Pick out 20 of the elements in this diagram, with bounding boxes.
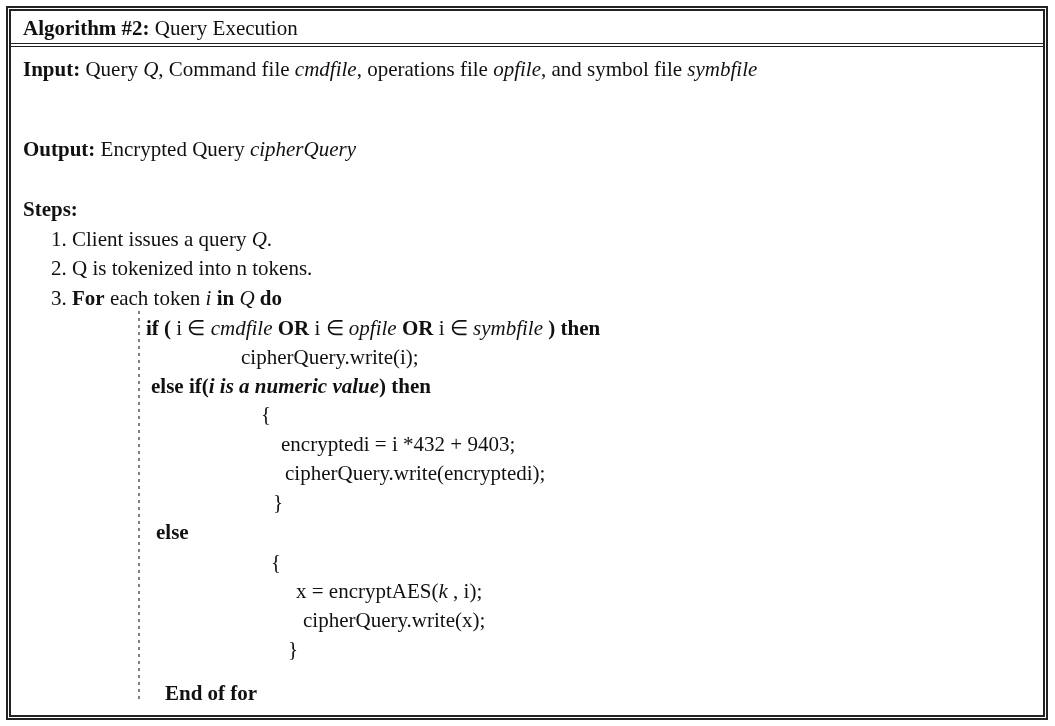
- code-line: if ( i ∈ cmdfile OR i ∈ opfile OR i ∈ symbfile ) then: [146, 315, 601, 342]
- code-line: x = encryptAES(k , i);: [296, 578, 483, 605]
- code-brace: {: [271, 549, 282, 576]
- code-line: End of for: [165, 680, 258, 707]
- step-text: 3. For each token i in Q do: [51, 285, 282, 312]
- input-line: Input: Query Q, Command file cmdfile, operations file opfile, and symbol file symbfile: [23, 56, 758, 83]
- output-line: Output: Encrypted Query cipherQuery: [23, 136, 357, 163]
- code-brace: }: [273, 489, 284, 516]
- step-text: 2. Q is tokenized into n tokens.: [51, 255, 313, 282]
- code-line: cipherQuery.write(x);: [303, 607, 486, 634]
- code-line: cipherQuery.write(encryptedi);: [285, 460, 546, 487]
- code-brace: {: [261, 401, 272, 428]
- code-line: cipherQuery.write(i);: [241, 344, 419, 371]
- step-text: 1. Client issues a query Q.: [51, 226, 273, 253]
- code-line: else if(i is a numeric value) then: [151, 373, 431, 400]
- code-line: else: [156, 519, 189, 546]
- code-line: encryptedi = i *432 + 9403;: [281, 431, 516, 458]
- algorithm-title: Algorithm #2: Query Execution: [11, 11, 1043, 47]
- code-brace: }: [288, 636, 299, 663]
- steps-heading: Steps:: [23, 196, 78, 223]
